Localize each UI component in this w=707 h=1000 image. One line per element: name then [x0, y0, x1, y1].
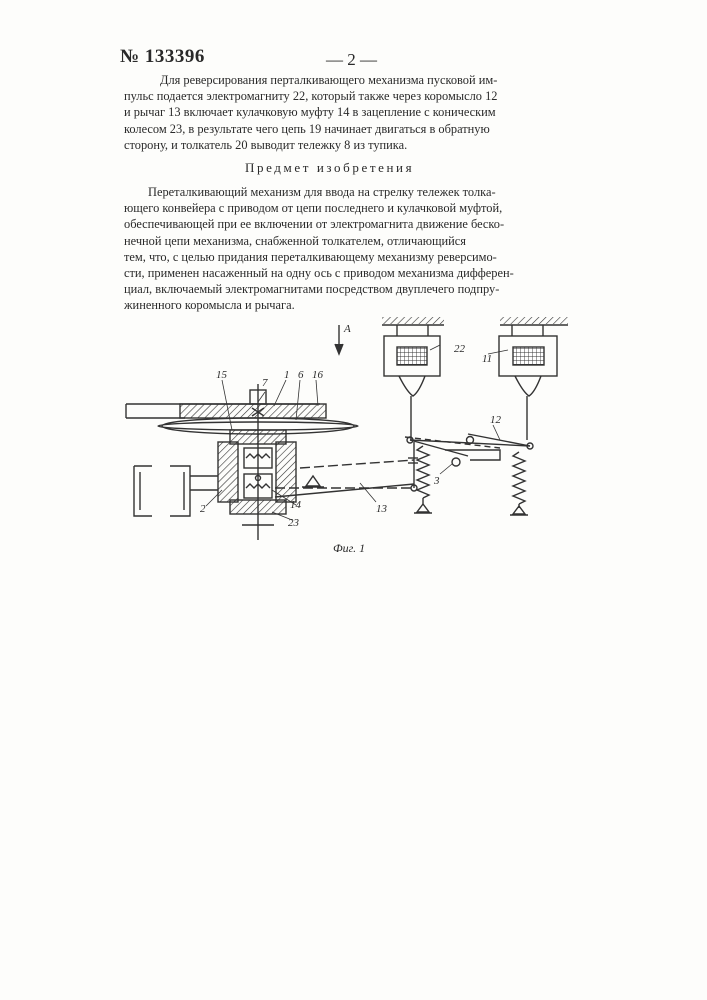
leader-16 — [316, 380, 318, 406]
lever-13-upper — [300, 460, 414, 468]
housing-2 — [218, 442, 238, 502]
label-7: 7 — [262, 377, 268, 389]
label-14: 14 — [290, 499, 302, 511]
label-13: 13 — [376, 503, 388, 515]
label-6: 6 — [298, 369, 304, 381]
label-16: 16 — [312, 369, 324, 381]
latch-pivot — [452, 458, 460, 466]
figure-caption: Фиг. 1 — [333, 541, 365, 556]
label-15: 15 — [216, 369, 228, 381]
spring-right — [513, 452, 525, 504]
leader-1 — [274, 380, 286, 406]
arrow-head — [335, 344, 343, 354]
label-1: 1 — [284, 369, 290, 381]
magnet11-core — [515, 376, 541, 396]
gear-23 — [230, 500, 286, 514]
label-3: 3 — [433, 475, 440, 487]
magnet11-coil — [513, 347, 544, 365]
leader-7 — [258, 392, 265, 402]
spring-left-mount — [417, 504, 429, 512]
label-23: 23 — [288, 517, 300, 529]
leader-22 — [430, 345, 440, 350]
leader-3 — [440, 464, 452, 474]
spring-left — [417, 446, 429, 498]
label-12: 12 — [490, 414, 502, 426]
lever-fulcrum — [306, 476, 320, 486]
leader-12 — [493, 425, 500, 440]
leader-13 — [360, 483, 376, 502]
rail-right — [170, 466, 190, 516]
housing-right — [276, 442, 296, 502]
rail-left — [134, 466, 152, 516]
ceiling-hatch-left — [382, 317, 444, 324]
magnet22-core — [399, 376, 425, 396]
label-22: 22 — [454, 343, 466, 355]
label-a: A — [343, 323, 351, 335]
label-2: 2 — [200, 503, 206, 515]
magnet22-coil — [397, 347, 427, 365]
ceiling-hatch-right — [500, 317, 568, 324]
label-11: 11 — [482, 353, 492, 365]
